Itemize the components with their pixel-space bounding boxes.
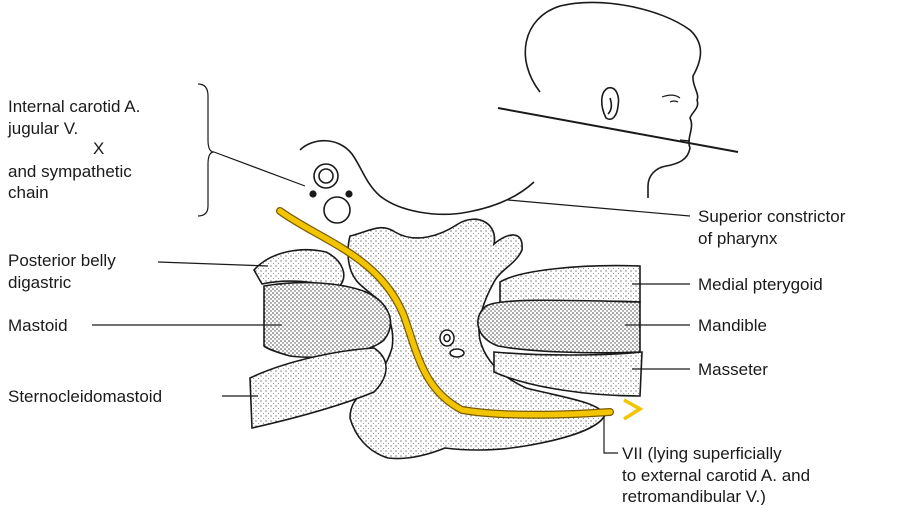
mandible-bone bbox=[478, 300, 640, 353]
label-masseter: Masseter bbox=[698, 360, 768, 379]
label-of-pharynx: of pharynx bbox=[698, 229, 778, 248]
label-chain: chain bbox=[8, 183, 49, 202]
label-internal-carotid: Internal carotid A. bbox=[8, 97, 140, 116]
label-vii-line2: to external carotid A. and bbox=[622, 466, 810, 485]
label-vii-line1: VII (lying superficially bbox=[622, 444, 782, 463]
label-vii-line3: retromandibular V.) bbox=[622, 487, 766, 505]
pharynx-and-vessels bbox=[300, 141, 534, 223]
label-sternocleidomastoid: Sternocleidomastoid bbox=[8, 387, 162, 406]
label-posterior-belly: Posterior belly bbox=[8, 251, 116, 270]
label-jugular-vein: jugular V. bbox=[7, 119, 78, 138]
head-orientation-icon bbox=[498, 2, 738, 198]
label-mastoid: Mastoid bbox=[8, 316, 68, 335]
label-sympathetic: and sympathetic bbox=[8, 162, 132, 181]
nerve-direction-arrow-icon bbox=[624, 400, 640, 419]
label-vagus-x: X bbox=[93, 139, 104, 158]
label-medial-pterygoid: Medial pterygoid bbox=[698, 275, 823, 294]
label-superior-constrictor: Superior constrictor bbox=[698, 207, 846, 226]
label-digastric: digastric bbox=[8, 273, 72, 292]
left-group-bracket bbox=[198, 84, 214, 216]
label-mandible: Mandible bbox=[698, 316, 767, 335]
